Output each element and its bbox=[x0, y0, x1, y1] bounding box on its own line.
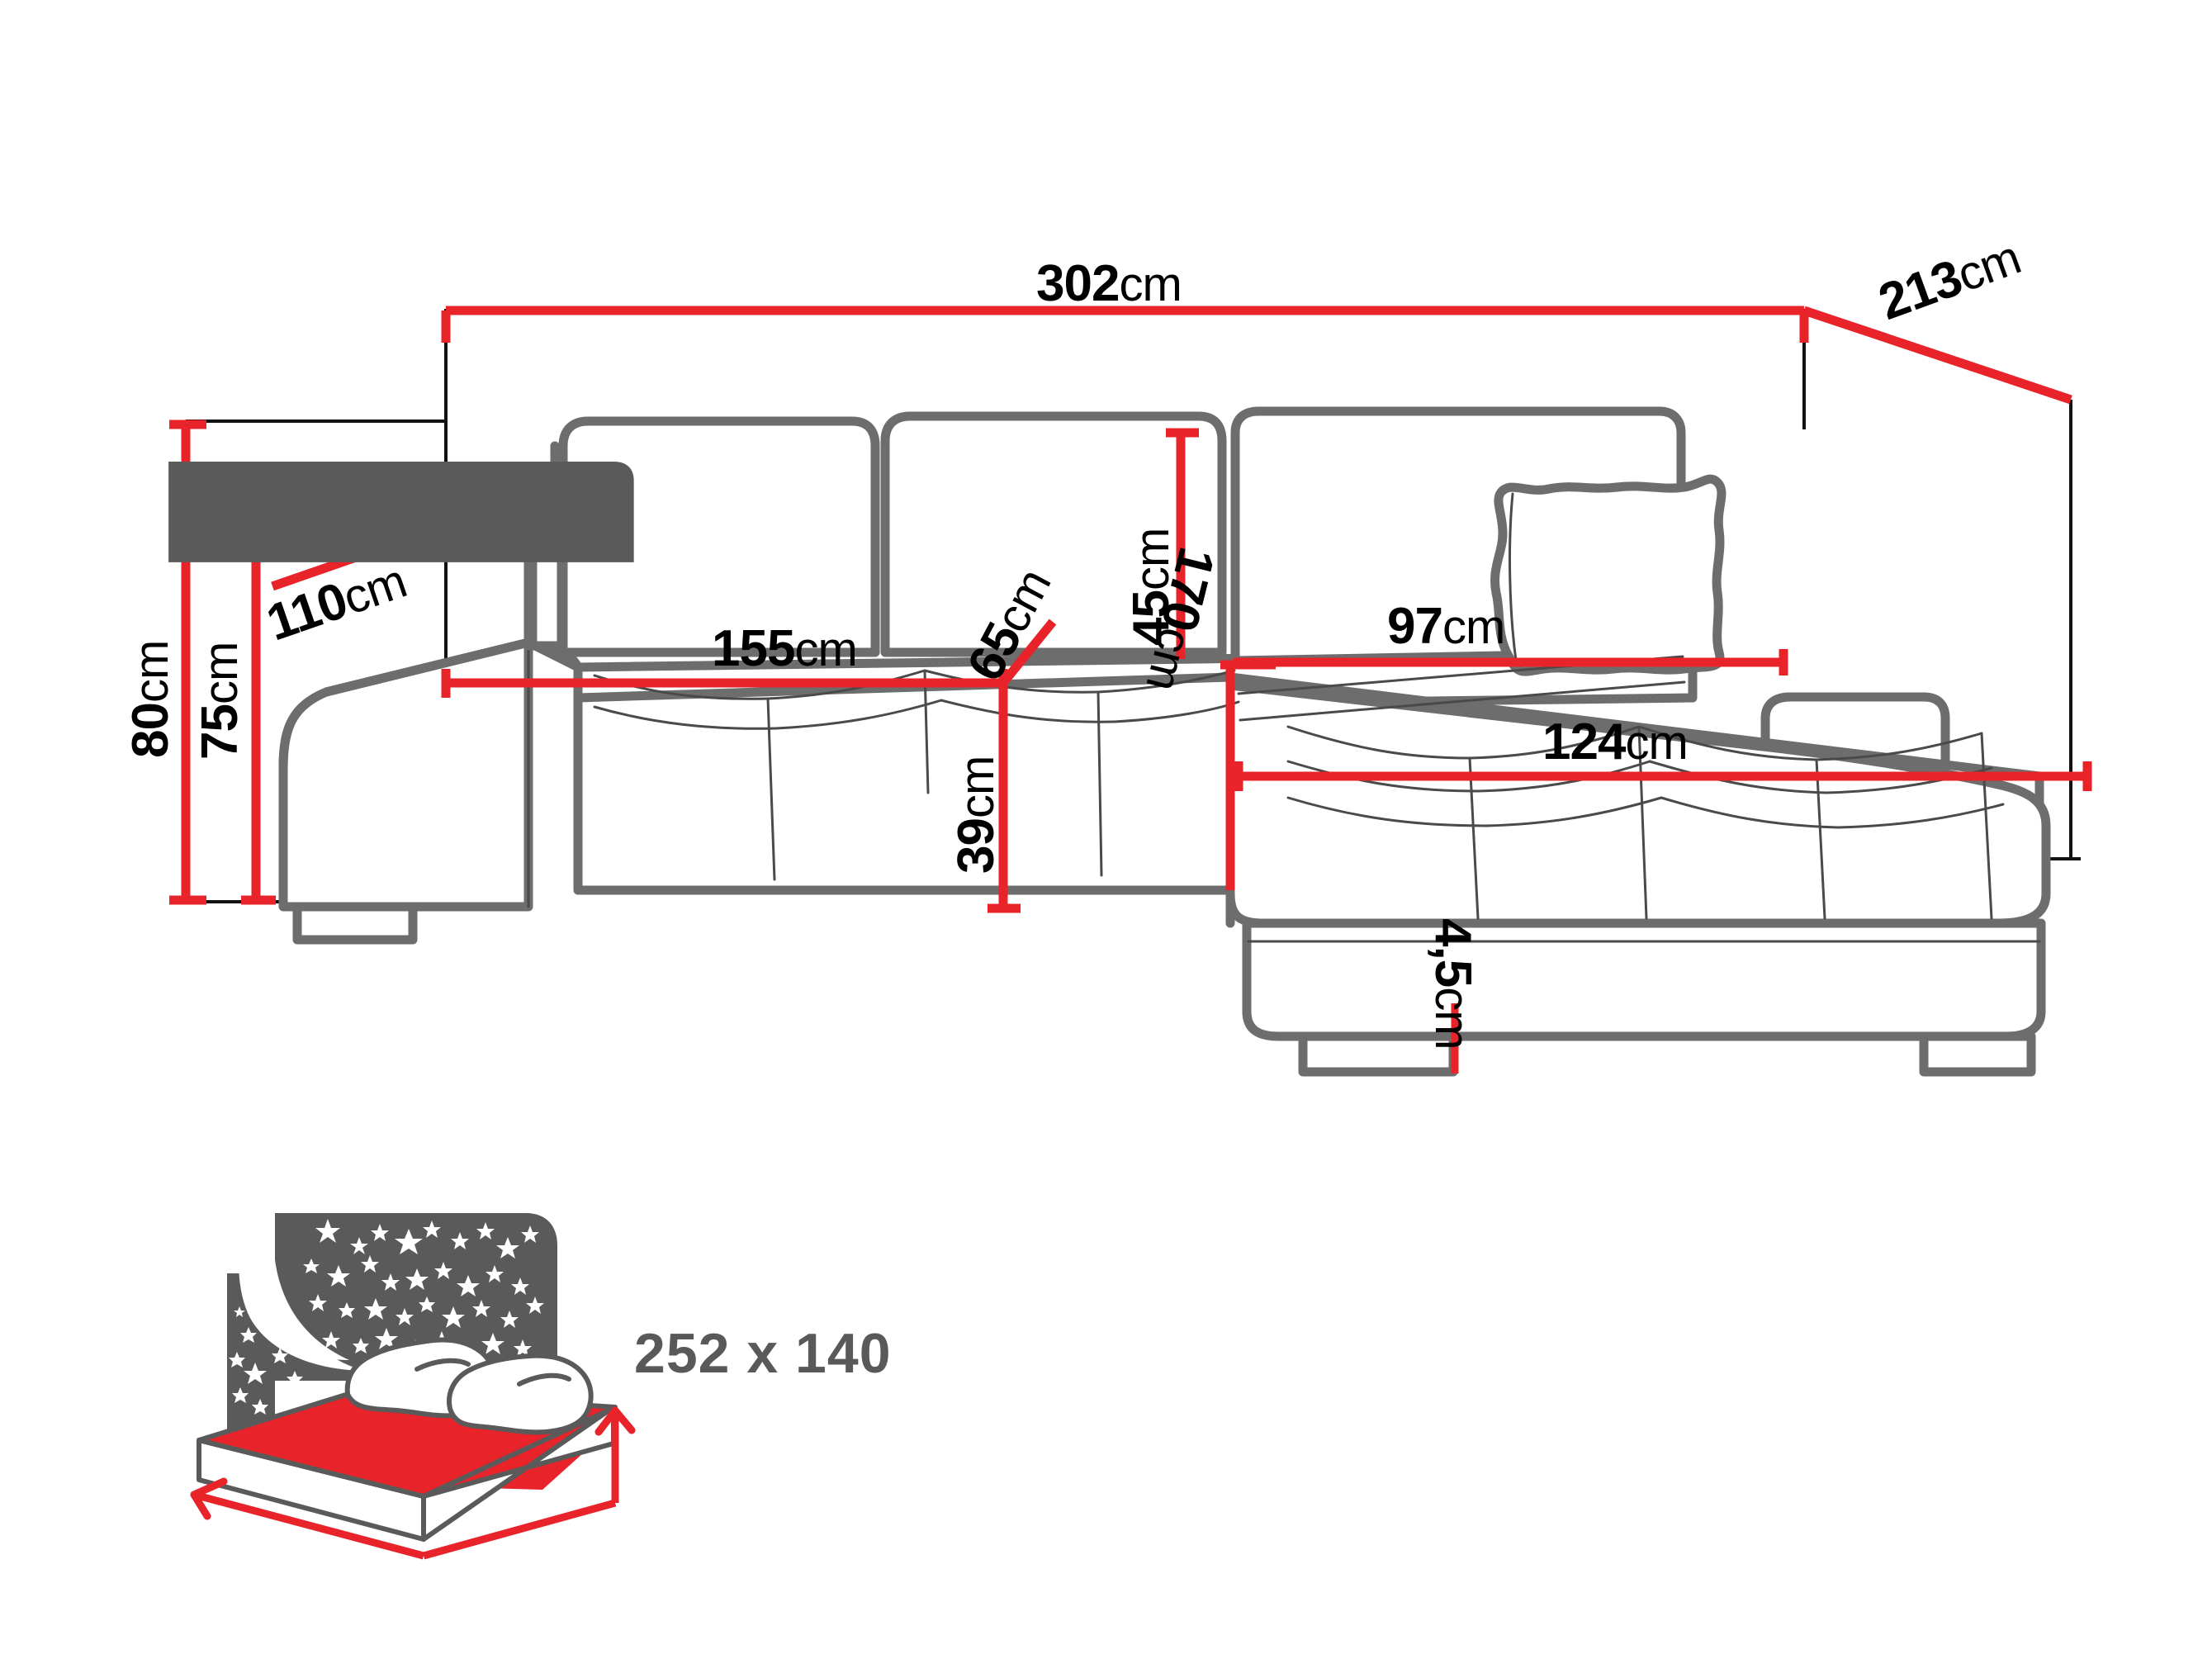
dimline-213 bbox=[1802, 306, 2072, 405]
bed-icon-artwork bbox=[190, 1213, 636, 1560]
sofa-body-outline bbox=[278, 406, 2051, 1077]
dimension-value: 302 bbox=[1036, 255, 1120, 312]
dimension-value: 124 bbox=[1542, 713, 1626, 770]
dimension-value: 155 bbox=[712, 620, 795, 677]
starry-sky-background bbox=[168, 462, 634, 562]
dimension-label-124: 124cm bbox=[1542, 716, 1689, 770]
stars-group bbox=[229, 1219, 544, 1415]
dimension-unit: cm bbox=[794, 623, 857, 676]
dimension-value: 97 bbox=[1387, 598, 1443, 655]
dimension-unit: cm bbox=[1625, 716, 1688, 770]
dimension-label-97: 97cm bbox=[1387, 598, 1505, 655]
dimension-label-155: 155cm bbox=[712, 620, 858, 677]
dimension-unit: cm bbox=[1442, 600, 1505, 654]
bed-dimension-arrows bbox=[190, 1406, 636, 1560]
dimension-label-302: 302cm bbox=[1036, 258, 1182, 310]
dimension-unit: cm bbox=[1119, 258, 1182, 311]
dimline-65 bbox=[999, 619, 1057, 686]
dimension-lines bbox=[169, 306, 2092, 1074]
quilting-detail bbox=[593, 492, 2005, 920]
bed-size-label: 252 x 140 bbox=[634, 1322, 892, 1385]
